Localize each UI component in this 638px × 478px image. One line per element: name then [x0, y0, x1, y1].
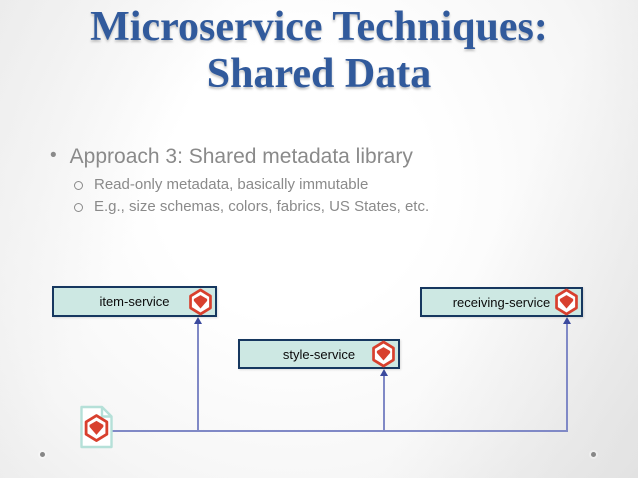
sub-bullet-item: E.g., size schemas, colors, fabrics, US …: [74, 198, 429, 216]
gem-hexagon-icon: [84, 414, 109, 442]
sub-bullet-text: E.g., size schemas, colors, fabrics, US …: [94, 198, 430, 215]
connector-line-to-receiving-service: [566, 319, 568, 432]
service-box-label: receiving-service: [452, 294, 551, 310]
theme-dot-right: [591, 452, 596, 457]
sub-bullet-marker: [74, 202, 83, 212]
bullet-marker: •: [50, 145, 57, 166]
arrowhead-to-receiving-service: [562, 317, 571, 324]
bullet-item: • Approach 3: Shared metadata library: [50, 144, 413, 169]
slide-title-line-2: Shared Data: [206, 51, 432, 98]
bullet-text: Approach 3: Shared metadata library: [69, 145, 413, 168]
sub-bullet-marker: [74, 180, 83, 190]
sub-bullet-item: Read-only metadata, basically immutable: [74, 176, 368, 194]
service-box-style-service: style-service: [238, 339, 400, 369]
shared-library-file-icon: [80, 405, 113, 449]
gem-hexagon-icon: [554, 289, 579, 316]
connector-horizontal-line: [112, 430, 568, 432]
arrowhead-to-item-service: [193, 317, 202, 324]
service-box-receiving-service: receiving-service: [420, 287, 583, 317]
service-box-label: style-service: [282, 346, 356, 362]
sub-bullet-text: Read-only metadata, basically immutable: [94, 176, 369, 193]
connector-line-to-style-service: [383, 371, 385, 430]
service-box-label: item-service: [99, 294, 170, 309]
arrowhead-to-style-service: [379, 369, 388, 376]
gem-hexagon-icon: [371, 341, 396, 368]
slide-title: Microservice Techniques: Shared Data: [0, 4, 638, 98]
service-box-item-service: item-service: [52, 286, 217, 317]
connector-line-to-item-service: [197, 319, 199, 430]
theme-dot-left: [40, 452, 45, 457]
gem-hexagon-icon: [188, 288, 213, 315]
slide-title-line-1: Microservice Techniques:: [90, 4, 548, 50]
